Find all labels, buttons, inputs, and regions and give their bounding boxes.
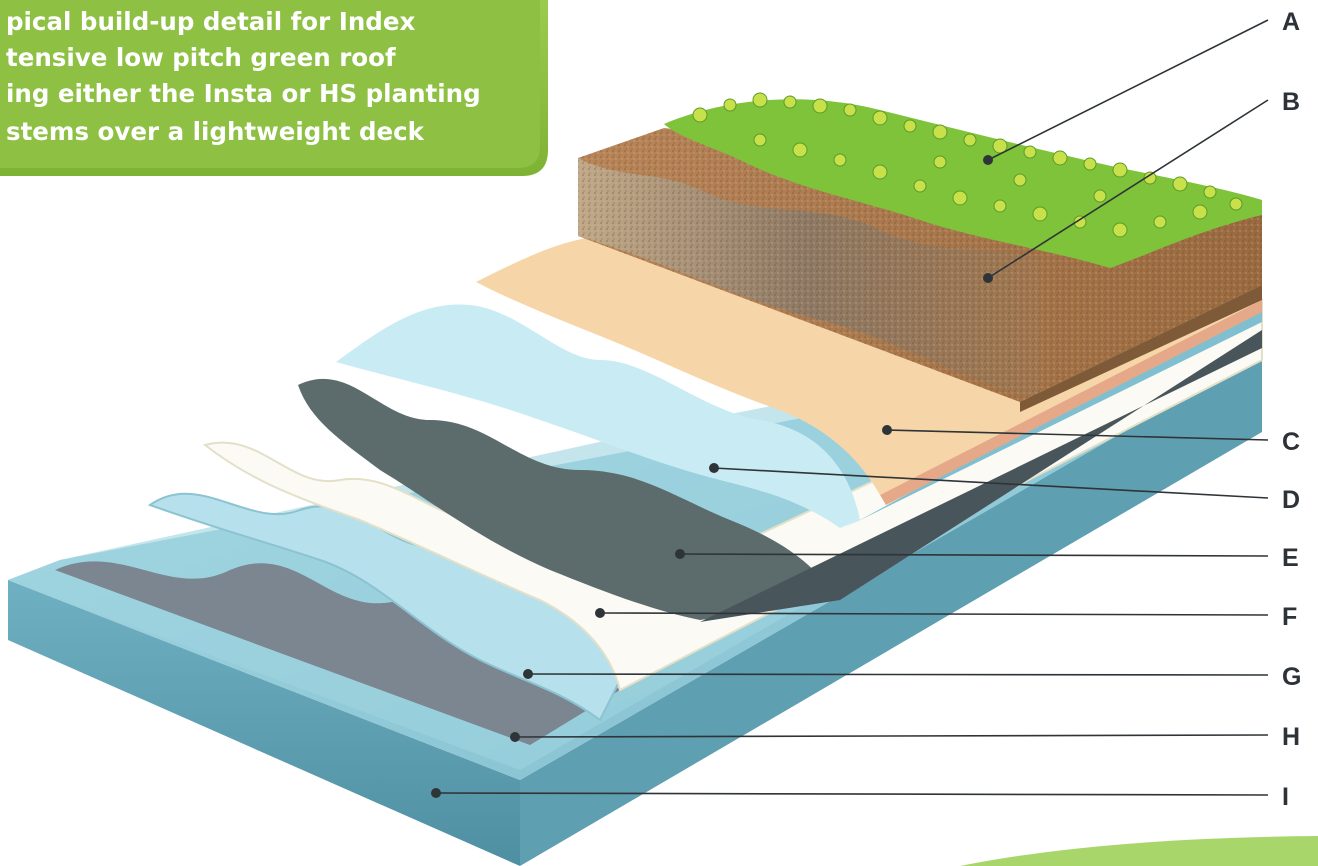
label-e: E [1282,544,1299,572]
sedum-plant-icon [692,92,1243,238]
label-f: F [1282,603,1297,631]
layer-drainage-board [336,304,860,528]
label-i: I [1282,783,1289,811]
caption-line-3: ing either the Insta or HS planting [6,79,481,108]
callout-a: A [983,8,1300,165]
layer-vapour-control [55,561,620,745]
label-b: B [1282,88,1300,116]
caption-line-4: stems over a lightweight deck [6,117,425,146]
corner-accent [960,836,1318,866]
callout-f: F [595,603,1297,631]
label-g: G [1282,663,1301,691]
callout-g: G [523,663,1301,691]
caption-line-2: tensive low pitch green roof [6,43,396,72]
callout-b: B [983,88,1300,283]
callout-e: E [675,544,1299,572]
label-c: C [1282,428,1300,456]
callout-d: D [709,463,1300,514]
caption-panel: pical build-up detail for Index tensive … [0,0,548,176]
caption-line-1: pical build-up detail for Index [6,7,415,36]
layer-vegetation [664,92,1262,268]
label-h: H [1282,723,1300,751]
layer-membrane [298,378,840,620]
callout-c: C [882,425,1300,456]
callout-h: H [510,723,1300,751]
label-a: A [1282,8,1300,36]
callout-i: I [431,783,1289,811]
label-d: D [1282,486,1300,514]
layer-filter-fleece-edge [880,300,1262,505]
